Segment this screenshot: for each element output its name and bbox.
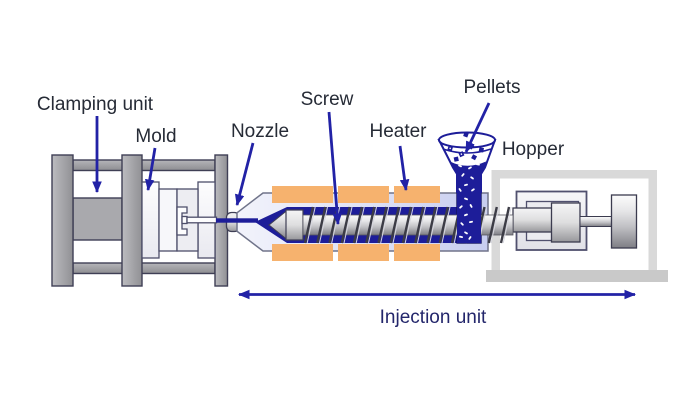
- heater-band: [394, 186, 440, 203]
- mold-block-left: [158, 188, 178, 252]
- label-screw: Screw: [301, 89, 354, 110]
- label-hopper: Hopper: [502, 139, 565, 160]
- top-tie-bar: [72, 159, 216, 172]
- label-pellets: Pellets: [463, 77, 520, 98]
- hopper-pellet-fill: [450, 161, 486, 243]
- arrow-pellets: [464, 102, 491, 153]
- pellets-in-melt: [458, 163, 480, 240]
- sprue-channel: [186, 216, 218, 224]
- callout-arrows: [92, 102, 636, 300]
- label-clamping-unit: Clamping unit: [37, 94, 154, 115]
- heater-band: [272, 186, 333, 203]
- arrow-nozzle: [234, 142, 255, 206]
- label-injection-unit: Injection unit: [380, 307, 487, 328]
- rear-platen: [51, 154, 74, 287]
- heater-bands: [272, 186, 440, 261]
- mold-cavity-core: [181, 215, 188, 225]
- heater-band: [338, 244, 389, 261]
- clamp-block: [72, 197, 123, 241]
- hopper-fill-level-line: [442, 148, 492, 154]
- drive-piston: [550, 202, 581, 243]
- heater-band: [272, 244, 333, 261]
- moving-platen: [121, 154, 143, 287]
- drive-shaft: [579, 216, 613, 227]
- arrow-screw: [327, 111, 342, 225]
- heater-band: [338, 186, 389, 203]
- screw-shank-cylinder: [512, 207, 553, 233]
- mold-plate-left: [141, 181, 160, 259]
- machine-base: [486, 270, 668, 282]
- arrow-heater: [398, 145, 410, 191]
- mold: [141, 181, 218, 259]
- label-heater: Heater: [369, 121, 427, 142]
- label-mold: Mold: [135, 126, 176, 147]
- nozzle-melt-channel: [216, 218, 258, 223]
- arrow-mold: [144, 147, 157, 191]
- labels: Clamping unit Mold Nozzle Screw Heater P…: [37, 77, 565, 328]
- label-nozzle: Nozzle: [231, 121, 289, 142]
- screw-shank: [285, 209, 304, 241]
- heater-band: [394, 244, 440, 261]
- hopper: [437, 131, 497, 243]
- drive-unit: [486, 170, 668, 282]
- drive-end-cylinder: [610, 194, 638, 249]
- bottom-tie-bar: [72, 262, 216, 275]
